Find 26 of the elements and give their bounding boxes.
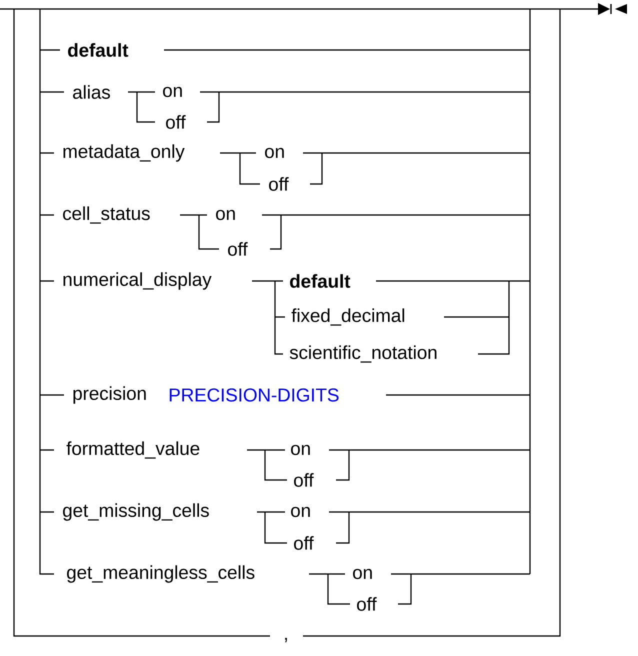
- keyword-text: precision: [73, 386, 146, 404]
- keyword-text: off: [166, 115, 186, 129]
- keyword-text: cell_status: [63, 206, 150, 224]
- keyword-text: formatted_value: [66, 441, 200, 459]
- keyword-text: off: [269, 177, 289, 191]
- keyword-text: default: [68, 43, 128, 57]
- keyword-text: off: [228, 242, 248, 256]
- keyword-text: default: [290, 274, 350, 288]
- keyword-text: numerical_display: [64, 272, 212, 290]
- variable-text: PRECISION-DIGITS: [170, 388, 339, 402]
- keyword-text: scientific_notation: [290, 345, 436, 363]
- keyword-text: off: [294, 473, 314, 487]
- keyword-text: on: [216, 210, 235, 220]
- keyword-text: get_missing_cells: [63, 503, 209, 521]
- keyword-text: metadata_only: [64, 144, 185, 162]
- keyword-text: alias: [73, 85, 110, 99]
- keyword-text: fixed_decimal: [292, 308, 404, 326]
- keyword-text: get_meaningless_cells: [67, 565, 254, 583]
- keyword-text: on: [353, 568, 372, 580]
- keyword-text: on: [291, 506, 310, 518]
- keyword-text: on: [265, 148, 284, 158]
- keyword-text: on: [163, 86, 182, 98]
- separator-text: ,: [285, 638, 287, 642]
- keyword-text: off: [357, 597, 377, 611]
- keyword-text: off: [294, 536, 314, 550]
- keyword-text: on: [291, 444, 310, 456]
